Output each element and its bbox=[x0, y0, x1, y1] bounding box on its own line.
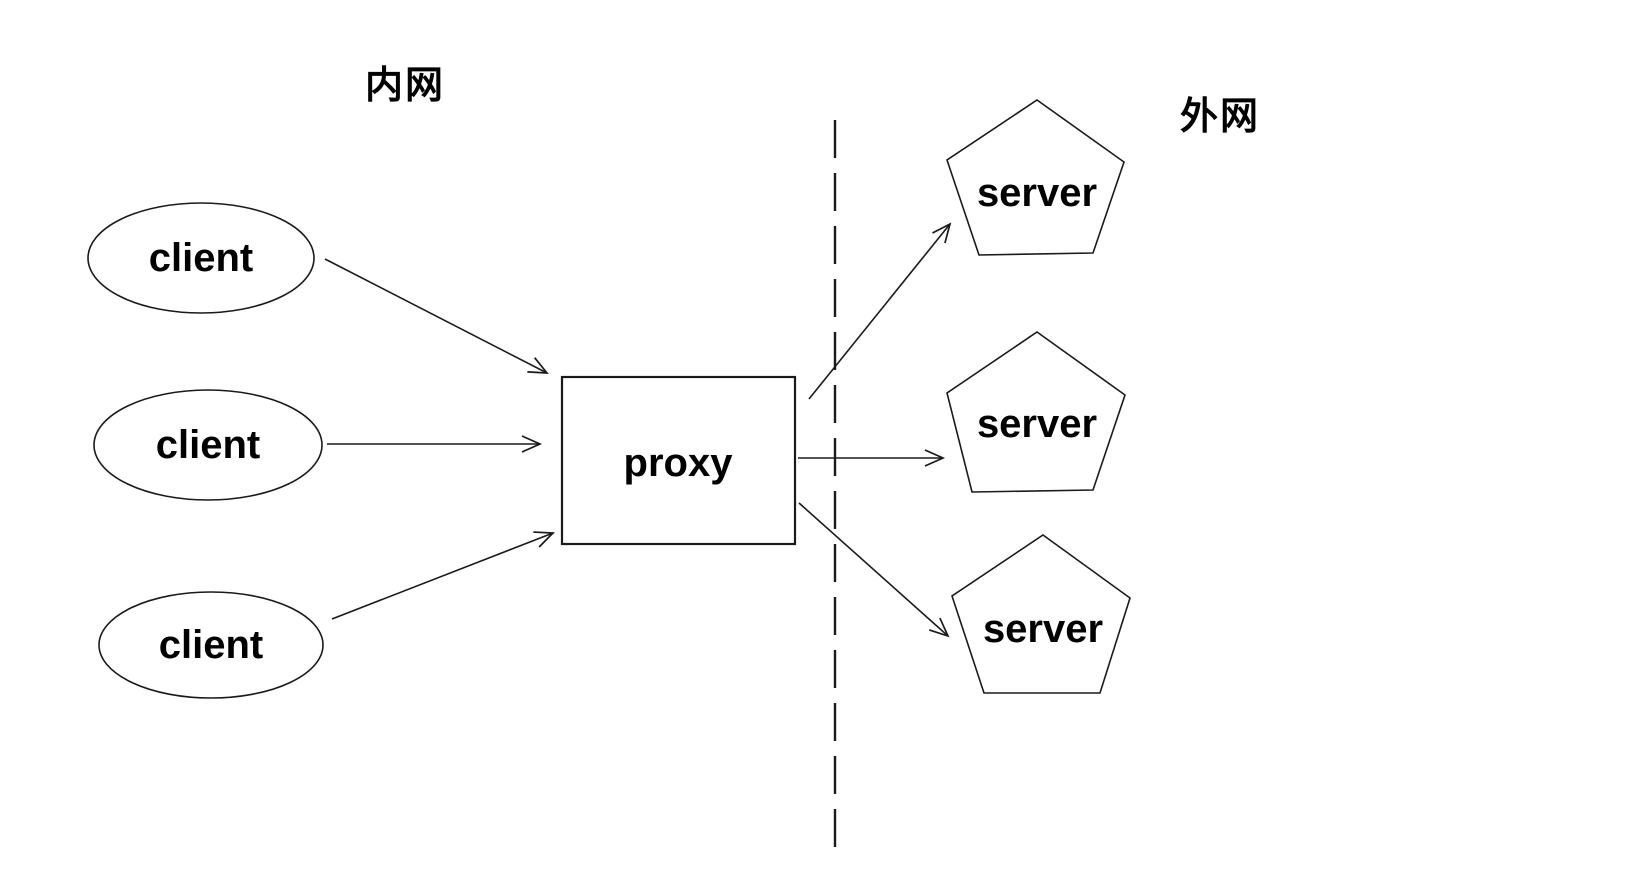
server-label-1: server bbox=[976, 171, 1098, 215]
server-label-2: server bbox=[976, 402, 1098, 446]
arrow-proxy-to-server1 bbox=[808, 222, 952, 400]
extranet-region-label: 外网 bbox=[1179, 96, 1261, 138]
proxy-label: proxy bbox=[623, 441, 733, 485]
client-label-1: client bbox=[148, 236, 254, 280]
client-label-2: client bbox=[155, 423, 261, 467]
server-pentagon-3 bbox=[951, 534, 1131, 694]
client-ellipse-1 bbox=[87, 202, 315, 314]
server-pentagon-1 bbox=[946, 99, 1125, 256]
arrow-client1-to-proxy bbox=[324, 258, 549, 374]
server-pentagon-2 bbox=[946, 331, 1126, 493]
server-label-3: server bbox=[982, 607, 1104, 651]
client-ellipse-3 bbox=[98, 591, 324, 699]
arrow-client3-to-proxy bbox=[331, 531, 555, 620]
client-label-3: client bbox=[158, 623, 264, 667]
client-ellipse-2 bbox=[93, 389, 323, 501]
arrow-proxy-to-server3 bbox=[798, 502, 950, 638]
proxy-box bbox=[560, 375, 797, 546]
intranet-region-label: 内网 bbox=[364, 65, 446, 107]
